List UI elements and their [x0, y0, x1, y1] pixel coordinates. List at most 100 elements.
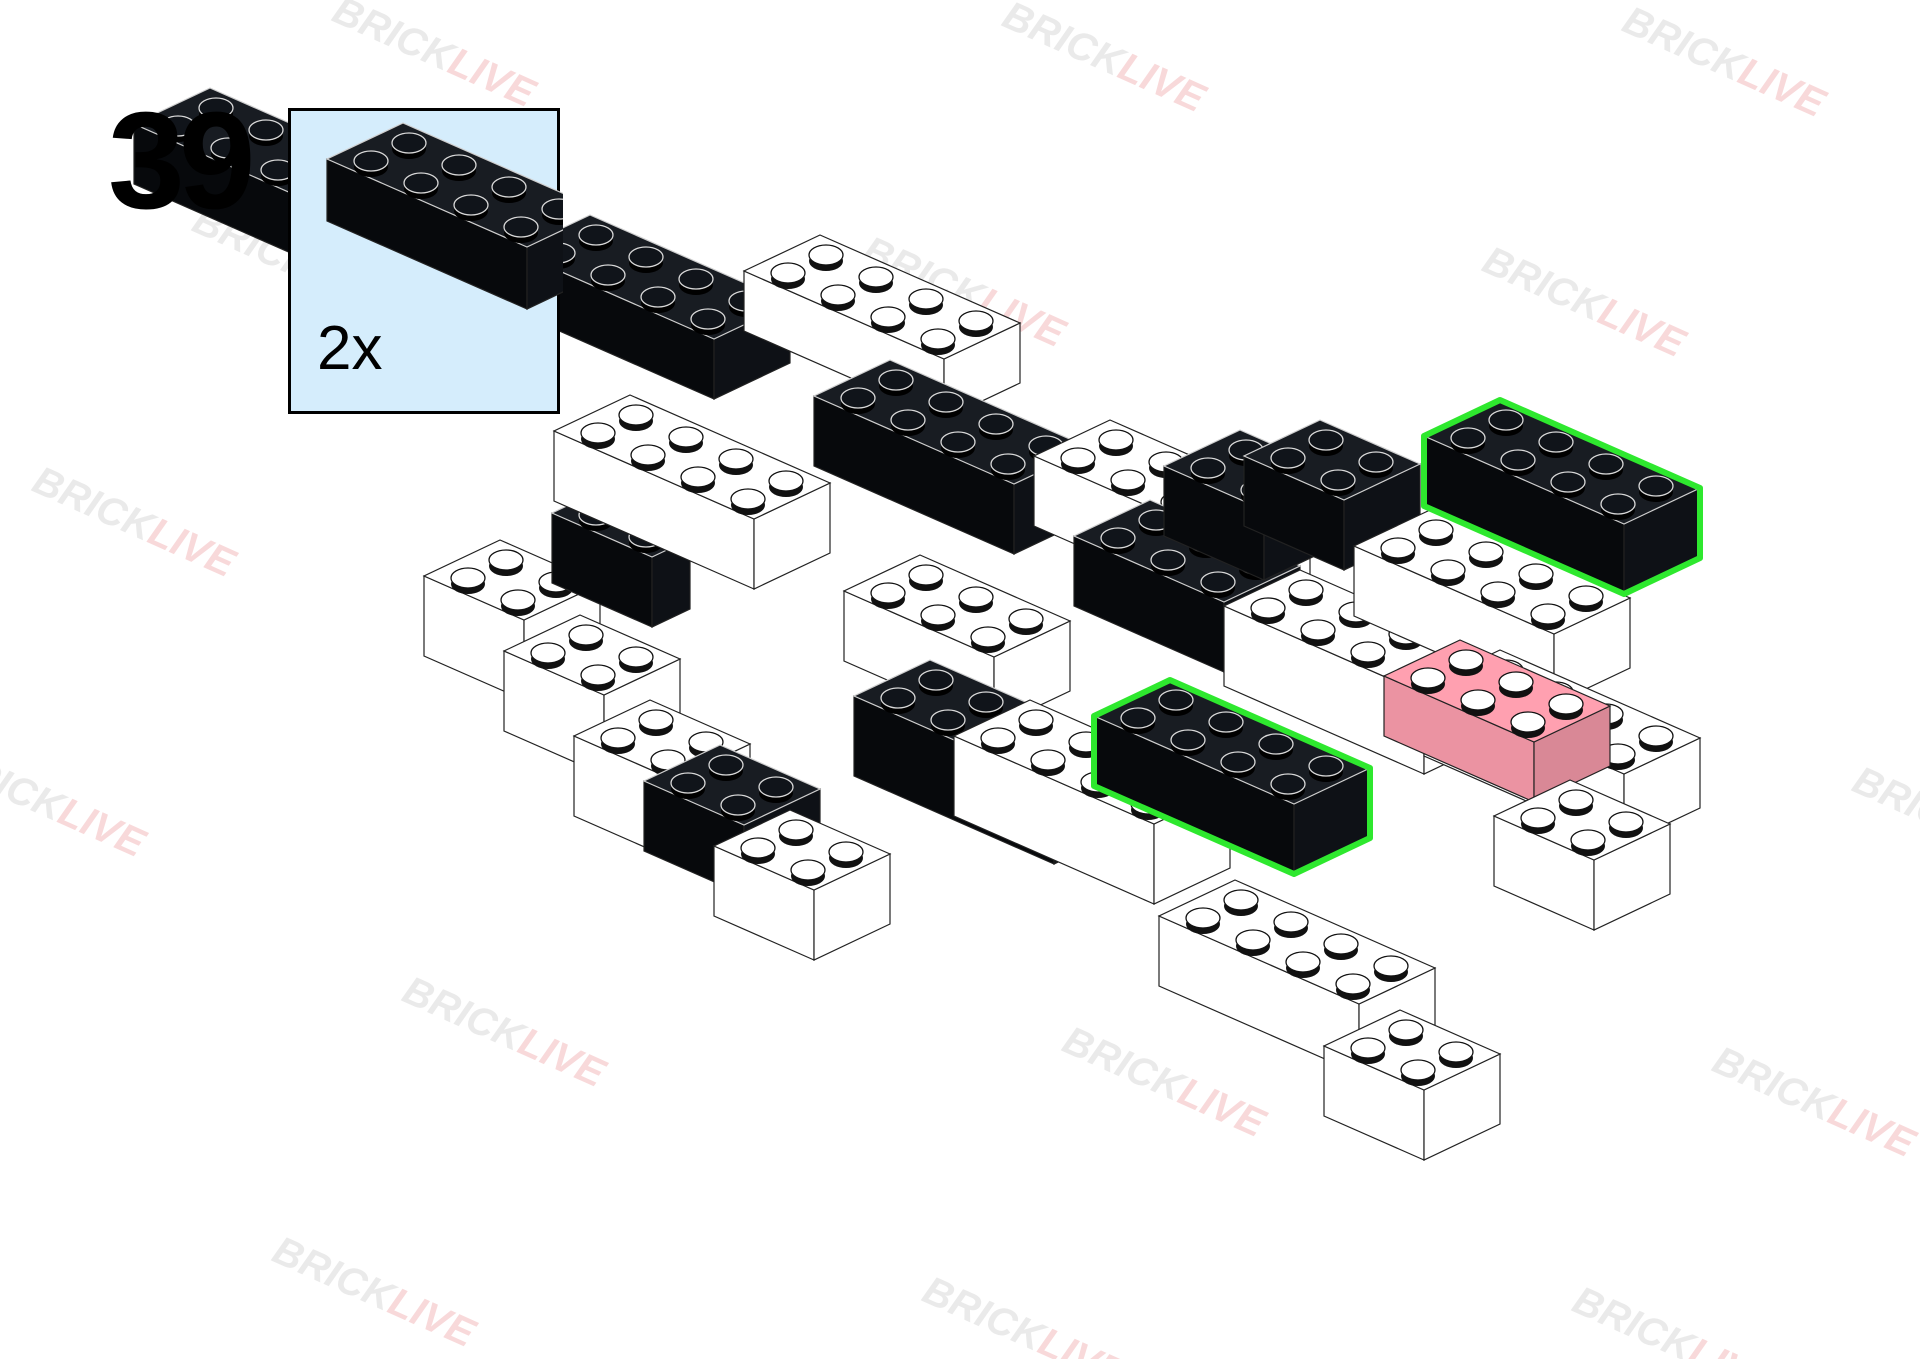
stud — [858, 266, 894, 293]
stud — [990, 453, 1026, 480]
stud — [1060, 447, 1096, 474]
stud — [720, 794, 756, 821]
stud — [930, 709, 966, 736]
stud — [1100, 527, 1136, 554]
stud — [1588, 453, 1624, 480]
watermark-word-1: BRICK — [1616, 0, 1752, 91]
watermark-word-2: LIVE — [1822, 1090, 1920, 1167]
stud — [630, 444, 666, 471]
brick-black — [1242, 419, 1422, 571]
stud — [618, 404, 654, 431]
stud — [530, 642, 566, 669]
stud — [1388, 1019, 1424, 1046]
watermark-word-2: LIVE — [1682, 1330, 1782, 1359]
stud — [1320, 469, 1356, 496]
stud — [1358, 451, 1394, 478]
stud — [618, 646, 654, 673]
stud — [1235, 929, 1271, 956]
stud — [920, 604, 956, 631]
stud — [568, 624, 604, 651]
stud — [1460, 689, 1496, 716]
stud — [840, 387, 876, 414]
part-brick-2x4-icon — [325, 122, 563, 310]
stud — [940, 431, 976, 458]
stud — [778, 819, 814, 846]
stud — [391, 132, 427, 159]
watermark-word-1: BRICK — [396, 968, 532, 1061]
watermark-word-1: BRICK — [1706, 1038, 1842, 1131]
watermark: BRICKLIVE — [916, 1268, 1132, 1359]
watermark-word-2: LIVE — [1592, 290, 1692, 367]
watermark-word-2: LIVE — [382, 1280, 482, 1357]
stud — [1518, 563, 1554, 590]
stud — [1418, 519, 1454, 546]
stud — [1270, 447, 1306, 474]
stud — [1030, 749, 1066, 776]
stud — [828, 841, 864, 868]
stud — [1250, 597, 1286, 624]
stud — [1500, 449, 1536, 476]
stud — [1380, 537, 1416, 564]
stud — [1270, 773, 1306, 800]
stud — [1335, 973, 1371, 1000]
stud — [670, 772, 706, 799]
stud — [1158, 689, 1194, 716]
stud — [1450, 427, 1486, 454]
watermark: BRICKLIVE — [1846, 758, 1920, 886]
step-number: 39 — [108, 84, 255, 238]
stud — [1350, 1037, 1386, 1064]
stud — [1208, 711, 1244, 738]
stud — [808, 244, 844, 271]
stud — [1288, 579, 1324, 606]
stud — [1568, 585, 1604, 612]
stud — [1498, 671, 1534, 698]
stud — [1550, 471, 1586, 498]
stud — [958, 310, 994, 337]
stud — [870, 306, 906, 333]
stud — [198, 97, 234, 124]
stud — [770, 262, 806, 289]
stud — [1638, 475, 1674, 502]
part-quantity: 2x — [317, 314, 383, 383]
stud — [503, 216, 539, 243]
stud — [541, 198, 563, 225]
stud — [668, 426, 704, 453]
stud — [878, 369, 914, 396]
stud — [1008, 608, 1044, 635]
stud — [1170, 729, 1206, 756]
watermark-word-2: LIVE — [142, 510, 242, 587]
brick-pink — [1382, 639, 1612, 803]
stud — [1323, 933, 1359, 960]
watermark-word-1: BRICK — [916, 1268, 1052, 1359]
watermark-word-2: LIVE — [1172, 1070, 1272, 1147]
watermark-word-2: LIVE — [1032, 1320, 1132, 1359]
stud — [403, 172, 439, 199]
watermark: BRICKLIVE — [1706, 1038, 1920, 1166]
stud — [1190, 457, 1226, 484]
stud — [1558, 789, 1594, 816]
watermark: BRICKLIVE — [1566, 1278, 1782, 1359]
watermark-word-1: BRICK — [1476, 238, 1612, 331]
stud — [1018, 709, 1054, 736]
stud — [1200, 571, 1236, 598]
stud — [1430, 559, 1466, 586]
watermark-word-1: BRICK — [1566, 1278, 1702, 1359]
stud — [1110, 469, 1146, 496]
stud — [1530, 603, 1566, 630]
lego-model-assembly — [132, 87, 1703, 1161]
stud — [1548, 693, 1584, 720]
stud — [1258, 733, 1294, 760]
stud — [880, 687, 916, 714]
watermark-word-2: LIVE — [1112, 45, 1212, 122]
stud — [1220, 751, 1256, 778]
stud — [580, 664, 616, 691]
stud — [1600, 493, 1636, 520]
brick-black-new — [1091, 677, 1373, 877]
stud — [210, 137, 246, 164]
stud — [978, 413, 1014, 440]
watermark-word-1: BRICK — [1056, 1018, 1192, 1111]
watermark-word-1: BRICK — [326, 0, 462, 81]
stud — [678, 268, 714, 295]
watermark: BRICKLIVE — [1476, 238, 1692, 366]
stud — [628, 246, 664, 273]
